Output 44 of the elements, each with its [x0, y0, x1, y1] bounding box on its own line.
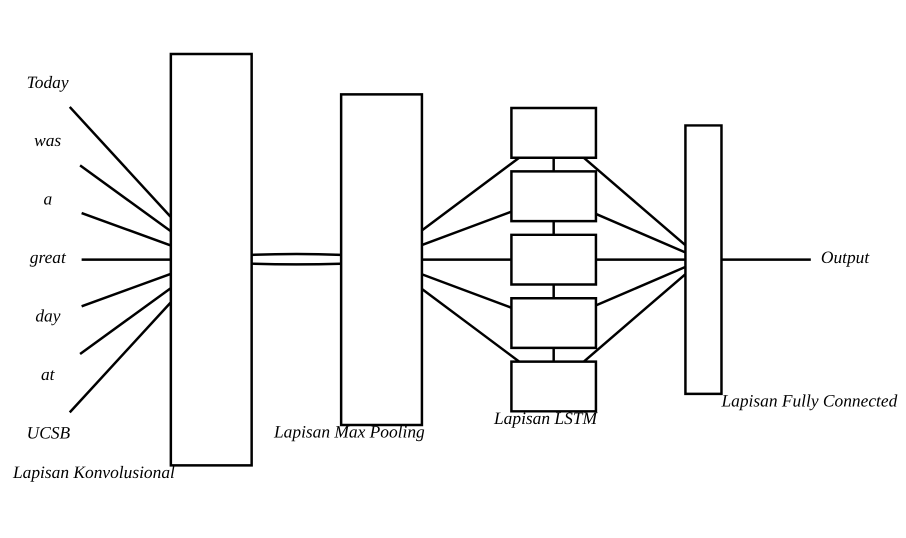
connector	[596, 258, 686, 261]
connector	[722, 258, 811, 261]
node-text: Output	[820, 247, 870, 268]
connector	[552, 158, 555, 172]
node-label: Lapisan LSTM	[494, 408, 597, 428]
connector	[583, 273, 686, 362]
node-label: Lapisan Konvolusional	[13, 462, 175, 482]
connector	[552, 348, 555, 362]
connector	[552, 221, 555, 234]
connector	[82, 258, 171, 261]
node-text: great	[30, 247, 66, 268]
node-box	[510, 296, 598, 350]
connector	[421, 156, 520, 232]
node-box	[510, 360, 598, 413]
connector	[422, 258, 511, 261]
node-box	[170, 52, 253, 467]
connector	[81, 272, 172, 308]
node-box	[684, 124, 723, 396]
node-label: Lapisan Max Pooling	[274, 422, 425, 442]
connector	[422, 210, 512, 246]
connector	[583, 157, 686, 246]
connector	[421, 288, 520, 362]
connector	[252, 262, 341, 266]
node-box	[510, 234, 598, 286]
connector	[595, 266, 686, 307]
connector	[595, 212, 686, 254]
node-text: Today	[26, 72, 69, 92]
node-text: day	[35, 305, 60, 326]
connector	[81, 212, 172, 247]
node-box	[340, 93, 424, 426]
node-text: was	[34, 130, 62, 150]
node-box	[510, 170, 598, 222]
node-label: Lapisan Fully Connected	[721, 390, 898, 411]
connector	[79, 164, 172, 232]
node-text: UCSB	[26, 422, 70, 442]
node-text: a	[43, 188, 52, 209]
connector	[68, 106, 172, 218]
node-text: at	[40, 364, 54, 384]
connector	[422, 273, 512, 309]
connector	[68, 302, 172, 414]
connector	[552, 284, 555, 298]
connector	[252, 252, 341, 256]
node-box	[510, 106, 598, 159]
connector	[79, 287, 172, 355]
